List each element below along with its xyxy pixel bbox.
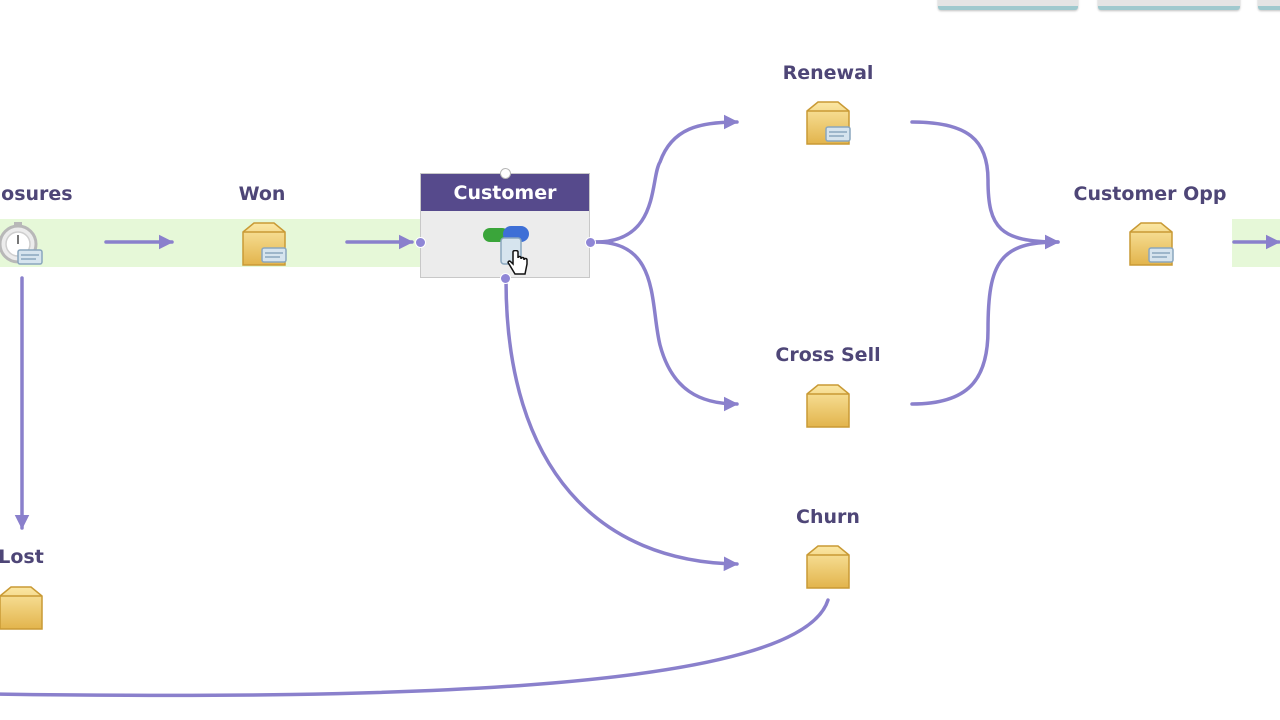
stopwatch-folder-icon[interactable] bbox=[0, 218, 48, 270]
connection-handle-bottom[interactable] bbox=[500, 273, 511, 284]
folder-icon[interactable] bbox=[802, 380, 854, 432]
connector-churn-return[interactable] bbox=[0, 598, 830, 698]
node-label-cross-sell[interactable]: Cross Sell bbox=[775, 344, 881, 366]
connector-customer-cross-sell[interactable] bbox=[594, 240, 739, 412]
toolbar-button-2[interactable] bbox=[1098, 0, 1240, 10]
connector-customer-renewal[interactable] bbox=[594, 114, 739, 244]
node-label-won[interactable]: Won bbox=[238, 183, 286, 205]
connection-handle-right[interactable] bbox=[585, 237, 596, 248]
connection-handle-left[interactable] bbox=[415, 237, 426, 248]
folder-icon[interactable] bbox=[0, 582, 47, 634]
customer-node-title[interactable]: Customer bbox=[421, 174, 589, 211]
connector-customer-churn[interactable] bbox=[504, 278, 739, 572]
node-label-churn[interactable]: Churn bbox=[796, 506, 860, 528]
connector-cross-sell-customer-opp[interactable] bbox=[910, 234, 1060, 406]
folder-document-icon[interactable] bbox=[1125, 218, 1177, 270]
connector-renewal-customer-opp[interactable] bbox=[910, 120, 1060, 250]
connection-handle-top[interactable] bbox=[500, 168, 511, 179]
customer-node[interactable]: Customer bbox=[415, 168, 596, 284]
toolbar-button-1[interactable] bbox=[938, 0, 1078, 10]
node-label-closures[interactable]: closures bbox=[0, 183, 73, 205]
node-label-customer-opp[interactable]: Customer Opp bbox=[1073, 183, 1227, 205]
folder-icon[interactable] bbox=[802, 541, 854, 593]
toolbar-button-3[interactable] bbox=[1258, 0, 1280, 10]
folder-document-icon[interactable] bbox=[802, 97, 854, 149]
hand-cursor-icon bbox=[507, 250, 528, 275]
folder-document-icon[interactable] bbox=[238, 218, 290, 270]
node-label-lost[interactable]: Lost bbox=[0, 546, 44, 568]
node-label-renewal[interactable]: Renewal bbox=[782, 62, 874, 84]
